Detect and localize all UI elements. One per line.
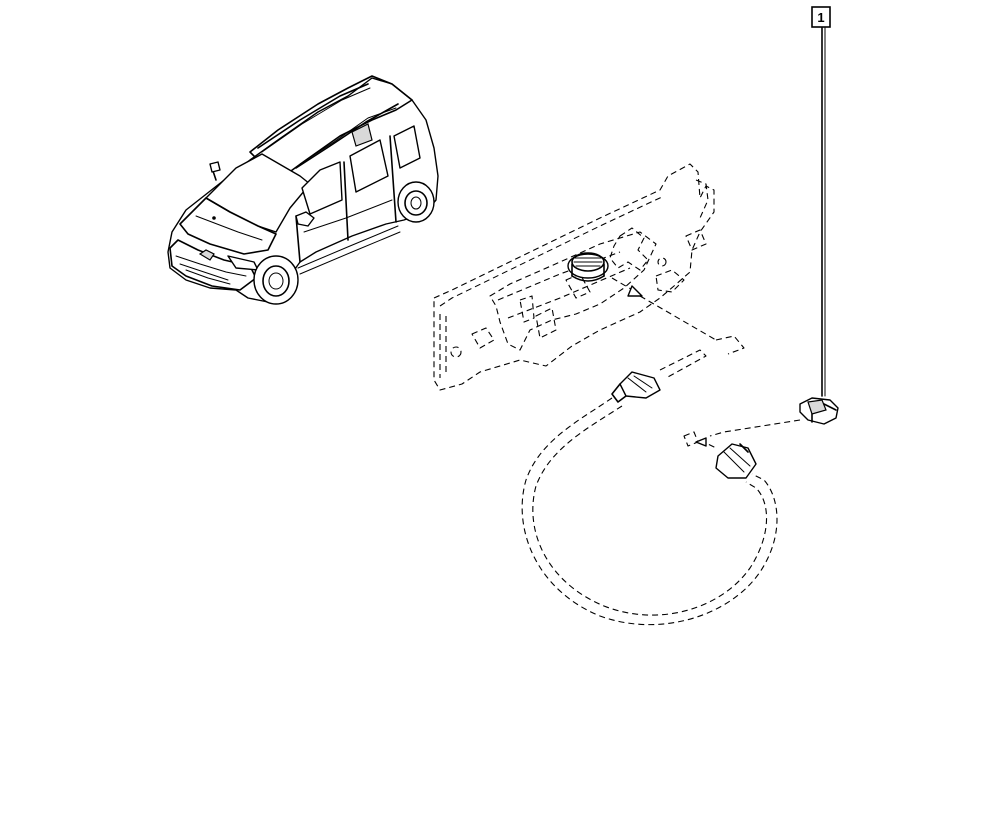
release-cable [521,349,778,626]
callout-1-box [811,6,831,28]
lock-assembly [433,163,745,391]
vehicle-illustration [167,75,439,305]
callout-1-label: 1 [817,10,824,25]
callout-1: 1 [811,6,831,397]
part-1-clip [709,397,839,437]
